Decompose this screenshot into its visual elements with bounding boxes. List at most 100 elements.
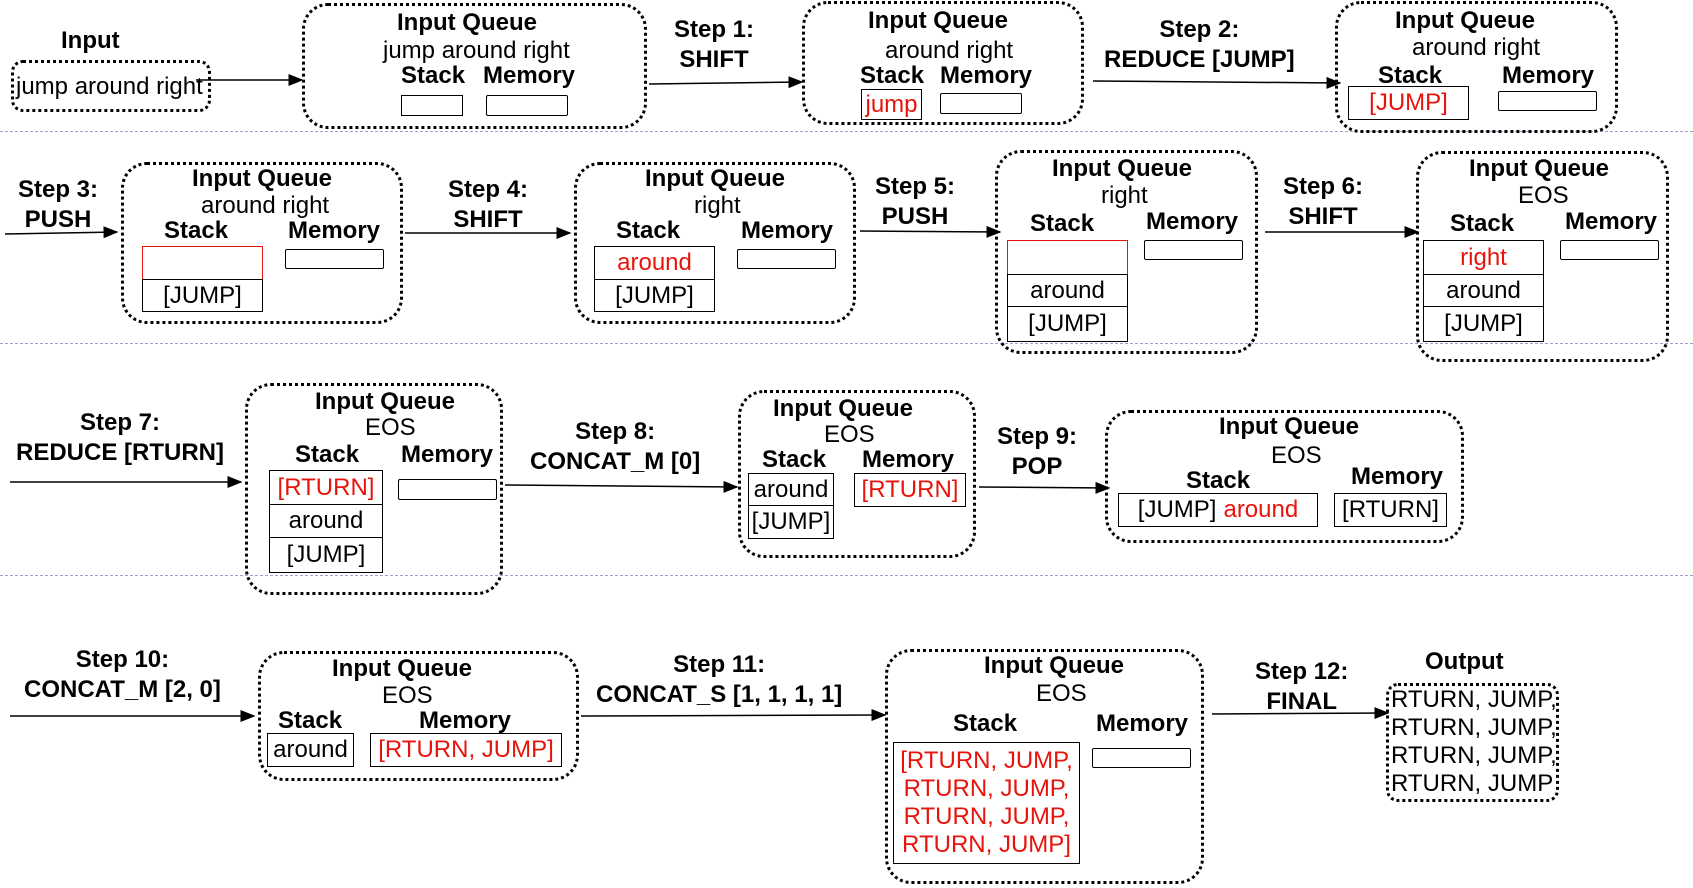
step-4-label: Step 4: SHIFT bbox=[448, 175, 528, 235]
state-0-box bbox=[302, 3, 647, 129]
input-box bbox=[11, 60, 211, 112]
state-5-stack-cell-0 bbox=[1007, 240, 1128, 275]
state-6-memory-label: Memory bbox=[1565, 208, 1658, 235]
step-6-label: Step 6: SHIFT bbox=[1283, 172, 1363, 232]
step-1-number: Step 1: bbox=[674, 16, 755, 43]
state-1-stack-cell-0: jump bbox=[861, 89, 922, 120]
output-title: Output bbox=[1425, 648, 1504, 675]
step-4-action: SHIFT bbox=[453, 206, 523, 233]
state-3-stack-cell-1: [JUMP] bbox=[142, 279, 263, 312]
state-8-queue-value: EOS bbox=[824, 421, 875, 448]
state-2-box bbox=[1335, 1, 1618, 133]
state-5-queue-title: Input Queue bbox=[1052, 155, 1192, 182]
step-12-label: Step 12: FINAL bbox=[1255, 657, 1348, 717]
step-9-label: Step 9: POP bbox=[997, 422, 1077, 482]
arrow-step-8 bbox=[504, 480, 739, 493]
state-0-stack-label: Stack bbox=[401, 62, 466, 89]
state-9-stack-cell-0: [JUMP] around bbox=[1118, 493, 1318, 527]
output-line-4: RTURN, JUMP bbox=[1391, 770, 1554, 797]
state-7-box bbox=[245, 383, 503, 595]
state-5-stack-cell-1: around bbox=[1007, 274, 1128, 307]
state-11-stack-line-1: [RTURN, JUMP, bbox=[900, 747, 1073, 774]
state-9-memory-label: Memory bbox=[1351, 463, 1444, 490]
state-5-stack-cell-2: [JUMP] bbox=[1007, 306, 1128, 342]
state-10-queue-value: EOS bbox=[382, 682, 433, 709]
state-0-memory-cell bbox=[486, 95, 568, 116]
state-7-queue-title: Input Queue bbox=[315, 388, 455, 415]
state-2-stack-cell-0: [JUMP] bbox=[1348, 86, 1469, 120]
state-1-queue-title: Input Queue bbox=[868, 7, 1008, 34]
state-8-stack-cell-1: [JUMP] bbox=[748, 505, 834, 539]
state-3-memory-label: Memory bbox=[288, 217, 381, 244]
state-11-stack-label: Stack bbox=[953, 710, 1018, 737]
state-10-box bbox=[258, 651, 579, 781]
state-2-queue-title: Input Queue bbox=[1395, 7, 1535, 34]
state-11-memory-cell bbox=[1092, 748, 1191, 768]
step-12-action: FINAL bbox=[1266, 688, 1338, 715]
state-11-stack-line-2: RTURN, JUMP, bbox=[903, 775, 1070, 802]
state-11-box bbox=[885, 649, 1204, 884]
state-4-memory-cell bbox=[737, 249, 836, 269]
state-0-queue-title: Input Queue bbox=[397, 9, 537, 36]
state-4-box bbox=[574, 162, 856, 324]
state-7-stack-cell-1: around bbox=[269, 504, 383, 538]
state-3-box bbox=[121, 162, 403, 324]
arrow-step-5 bbox=[859, 225, 1002, 238]
step-12-number: Step 12: bbox=[1255, 658, 1349, 685]
state-8-stack-cell-0: around bbox=[748, 473, 834, 506]
state-8-box bbox=[738, 390, 976, 558]
step-5-number: Step 5: bbox=[875, 173, 956, 200]
state-6-queue-value: EOS bbox=[1518, 182, 1569, 209]
step-11-number: Step 11: bbox=[673, 651, 766, 678]
step-11-action: CONCAT_S [1, 1, 1, 1] bbox=[596, 681, 843, 708]
state-7-stack-cell-2: [JUMP] bbox=[269, 537, 383, 573]
step-4-number: Step 4: bbox=[448, 176, 529, 203]
state-8-stack-label: Stack bbox=[762, 446, 827, 473]
arrow-step-9 bbox=[978, 481, 1111, 494]
state-3-stack-cell-0 bbox=[142, 246, 263, 280]
state-2-memory-cell bbox=[1498, 91, 1597, 111]
step-3-label: Step 3: PUSH bbox=[18, 175, 98, 235]
step-1-action: SHIFT bbox=[679, 46, 749, 73]
step-2-number: Step 2: bbox=[1159, 16, 1240, 43]
state-10-stack-cell-0: around bbox=[267, 733, 354, 767]
input-title: Input bbox=[61, 27, 120, 54]
state-7-stack-cell-0: [RTURN] bbox=[269, 470, 383, 505]
arrow-step-2 bbox=[1092, 76, 1342, 89]
state-2-stack-label: Stack bbox=[1378, 62, 1443, 89]
state-4-stack-cell-1: [JUMP] bbox=[594, 279, 715, 312]
step-5-label: Step 5: PUSH bbox=[875, 172, 955, 232]
state-6-stack-label: Stack bbox=[1450, 210, 1515, 237]
row-separator-1 bbox=[0, 131, 1693, 132]
state-4-stack-label: Stack bbox=[616, 217, 681, 244]
state-7-stack-label: Stack bbox=[295, 441, 360, 468]
state-0-queue-value: jump around right bbox=[383, 37, 570, 64]
arrow-step-11 bbox=[580, 709, 887, 722]
arrow-step-12 bbox=[1211, 707, 1390, 720]
output-box bbox=[1386, 683, 1559, 802]
state-11-stack-cell-0: [RTURN, JUMP, RTURN, JUMP, RTURN, JUMP, … bbox=[893, 742, 1080, 864]
step-8-label: Step 8: CONCAT_M [0] bbox=[530, 417, 700, 477]
state-9-memory-cell: [RTURN] bbox=[1334, 493, 1447, 527]
input-text: jump around right bbox=[16, 73, 203, 100]
state-11-memory-label: Memory bbox=[1096, 710, 1189, 737]
row-separator-3 bbox=[0, 575, 1693, 576]
state-7-memory-cell bbox=[398, 479, 497, 500]
step-5-action: PUSH bbox=[881, 203, 949, 230]
state-9-queue-title: Input Queue bbox=[1219, 413, 1359, 440]
arrow-step-3 bbox=[4, 226, 119, 239]
output-lines: RTURN, JUMP, RTURN, JUMP, RTURN, JUMP, R… bbox=[1391, 686, 1557, 798]
state-5-memory-cell bbox=[1144, 240, 1243, 260]
state-5-memory-label: Memory bbox=[1146, 208, 1239, 235]
state-4-stack-cell-0: around bbox=[594, 246, 715, 280]
state-6-box bbox=[1416, 151, 1669, 362]
state-3-stack-label: Stack bbox=[164, 217, 229, 244]
step-9-number: Step 9: bbox=[997, 423, 1078, 450]
step-9-action: POP bbox=[1011, 453, 1063, 480]
state-1-memory-label: Memory bbox=[940, 62, 1033, 89]
state-5-queue-value: right bbox=[1101, 182, 1148, 209]
state-9-stack-label: Stack bbox=[1186, 467, 1251, 494]
output-line-1: RTURN, JUMP, bbox=[1391, 686, 1557, 713]
state-5-box bbox=[995, 150, 1258, 354]
state-4-queue-title: Input Queue bbox=[645, 165, 785, 192]
